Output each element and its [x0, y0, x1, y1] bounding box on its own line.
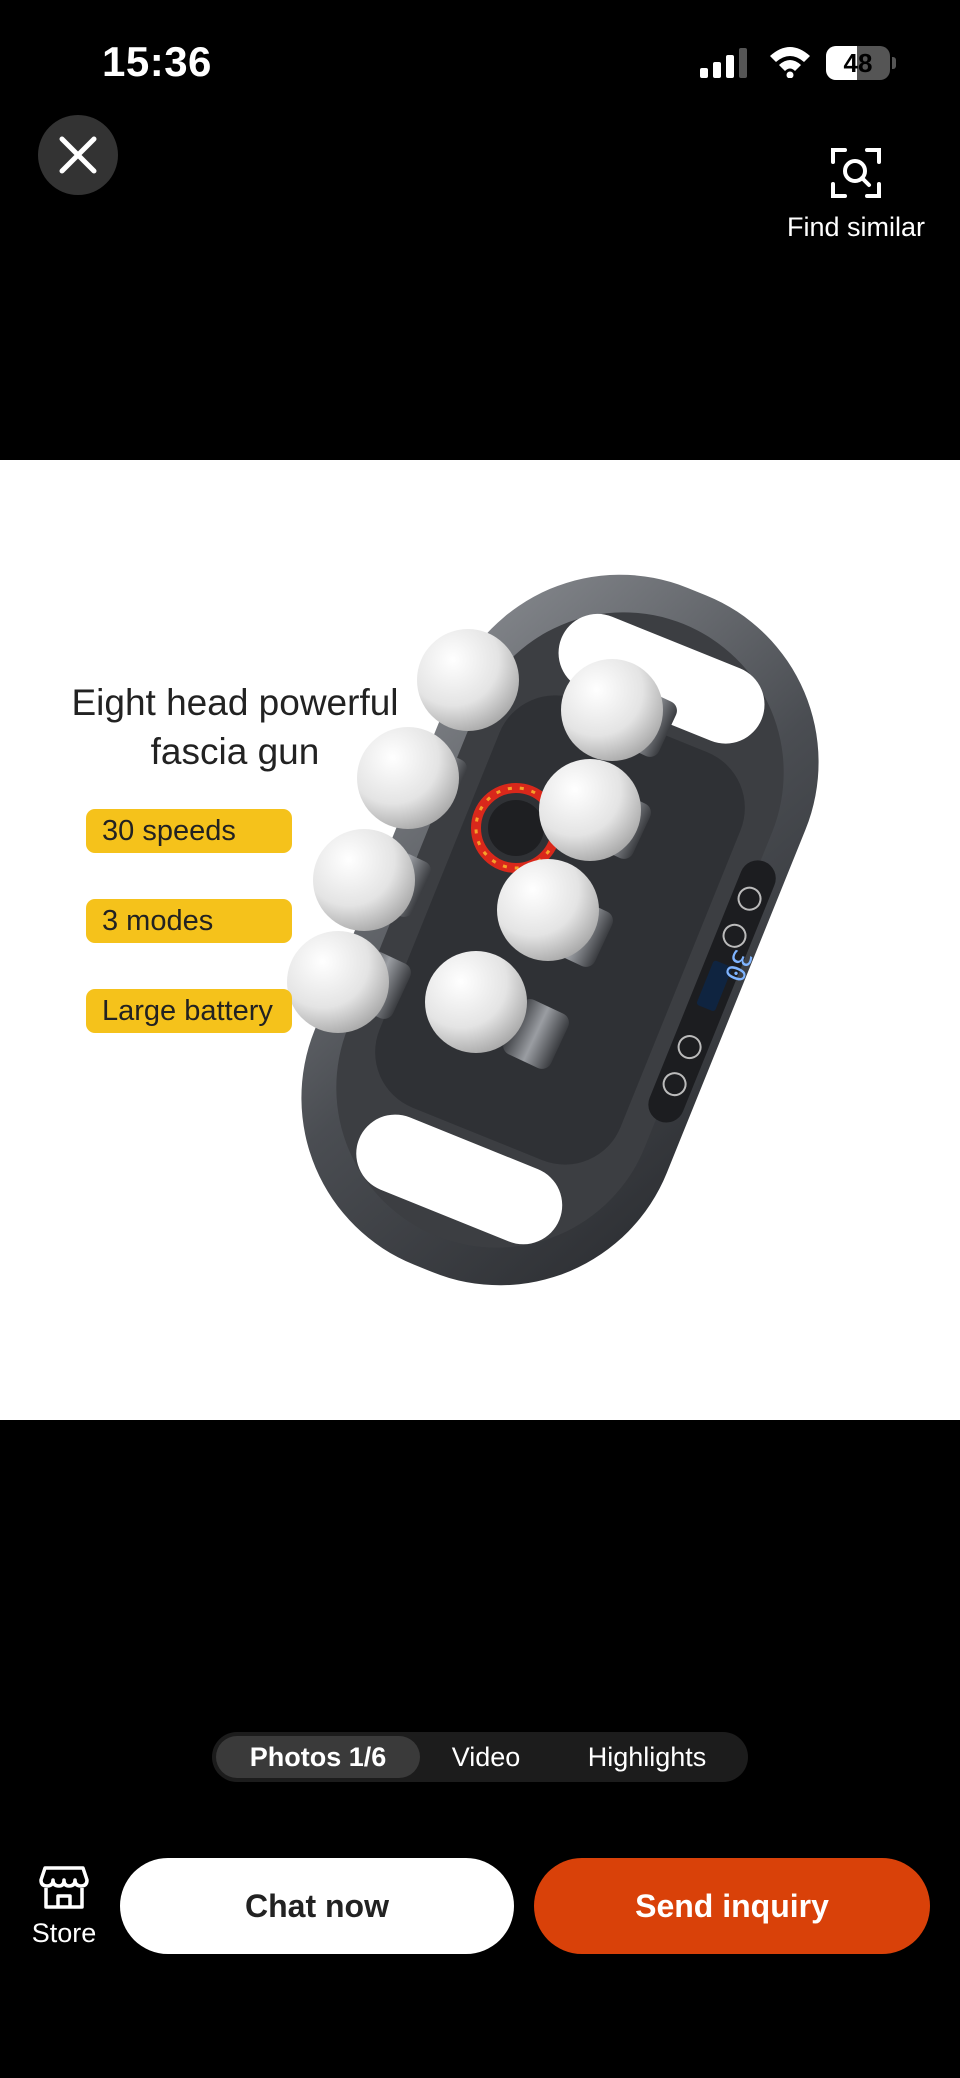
- image-search-icon: [831, 148, 881, 198]
- tab-photos[interactable]: Photos 1/6: [216, 1736, 420, 1778]
- find-similar-label: Find similar: [786, 212, 926, 242]
- tab-highlights[interactable]: Highlights: [587, 1742, 707, 1772]
- tab-video[interactable]: Video: [451, 1742, 521, 1772]
- close-button[interactable]: [38, 115, 118, 195]
- wifi-icon: [770, 47, 810, 78]
- close-icon: [59, 136, 97, 174]
- battery-level: 48: [843, 48, 873, 78]
- chat-now-button[interactable]: Chat now: [120, 1858, 514, 1954]
- status-bar: 15:36 48: [0, 0, 960, 110]
- fascia-gun-illustration: 30: [287, 574, 819, 1286]
- store-button[interactable]: Store: [22, 1864, 106, 1954]
- status-time: 15:36: [102, 38, 212, 85]
- send-inquiry-button[interactable]: Send inquiry: [534, 1858, 930, 1954]
- product-image[interactable]: 30 Eight head powerful fascia gun: [0, 460, 960, 1420]
- feature-badge-speeds: 30 speeds: [86, 809, 292, 853]
- find-similar-button[interactable]: Find similar: [776, 146, 936, 246]
- store-icon: [39, 1866, 89, 1909]
- image-title: Eight head powerful fascia gun: [71, 682, 399, 772]
- feature-badge-battery: Large battery: [86, 989, 292, 1033]
- battery-icon: 48: [826, 46, 896, 80]
- store-label: Store: [31, 1918, 97, 1948]
- media-tabs: Photos 1/6 Video Highlights: [212, 1732, 748, 1782]
- feature-badge-modes: 3 modes: [86, 899, 292, 943]
- signal-icon: [700, 48, 747, 78]
